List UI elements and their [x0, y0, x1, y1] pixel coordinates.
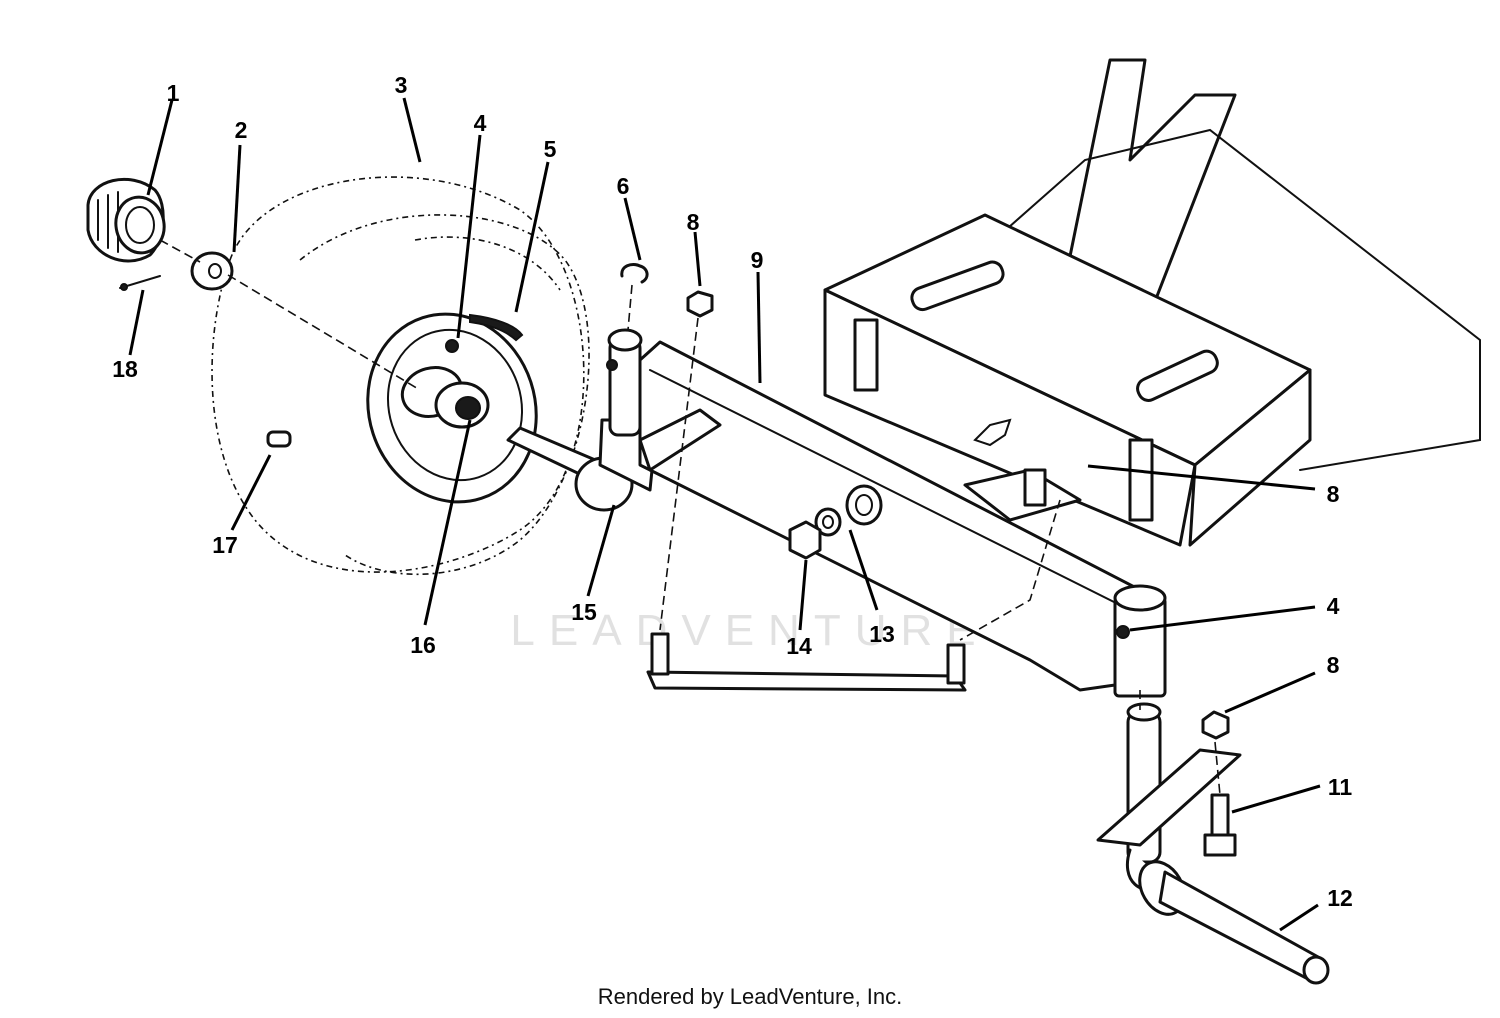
callout-2: 2 — [235, 117, 248, 143]
callout-numbers: 1 2 3 4 5 6 8 9 18 17 16 15 14 13 8 4 8 … — [112, 72, 1353, 911]
washer-part-2 — [190, 251, 234, 291]
callout-4-upper: 4 — [474, 110, 487, 136]
callout-16: 16 — [410, 632, 436, 658]
callout-17: 17 — [212, 532, 238, 558]
mower-frame — [823, 58, 1481, 547]
callout-15: 15 — [571, 599, 597, 625]
right-spindle — [1096, 702, 1330, 985]
callout-1: 1 — [167, 80, 180, 106]
callout-11: 11 — [1328, 774, 1353, 800]
callout-5: 5 — [544, 136, 557, 162]
callout-6: 6 — [617, 173, 630, 199]
e-ring — [620, 262, 649, 284]
watermark-text: LEADVENTURE — [510, 606, 989, 655]
callout-14: 14 — [786, 633, 812, 659]
front-axle-beam — [638, 340, 1167, 698]
front-wheel-assembly — [211, 176, 590, 575]
hub-cap — [86, 177, 166, 263]
assembly-lines — [159, 239, 1221, 796]
callout-8-frame: 8 — [1327, 481, 1340, 507]
callout-18: 18 — [112, 356, 138, 382]
steering-arm-bolt — [1203, 793, 1237, 857]
footer-credit: Rendered by LeadVenture, Inc. — [597, 984, 903, 1009]
valve-stem — [266, 430, 292, 448]
callout-13: 13 — [869, 621, 895, 647]
callout-leaders — [128, 97, 1321, 932]
callout-9: 9 — [751, 247, 764, 273]
pivot-washers — [814, 484, 883, 537]
callout-3: 3 — [395, 72, 408, 98]
cotter-pin — [119, 275, 161, 291]
callout-4-lower: 4 — [1327, 593, 1340, 619]
hex-nut-top — [686, 290, 714, 318]
callout-12: 12 — [1327, 885, 1353, 911]
tie-rod — [646, 632, 967, 692]
callout-8-top: 8 — [687, 209, 700, 235]
lock-nut — [788, 520, 822, 560]
callout-8-lower: 8 — [1327, 652, 1340, 678]
hex-nut-right — [1201, 710, 1230, 740]
